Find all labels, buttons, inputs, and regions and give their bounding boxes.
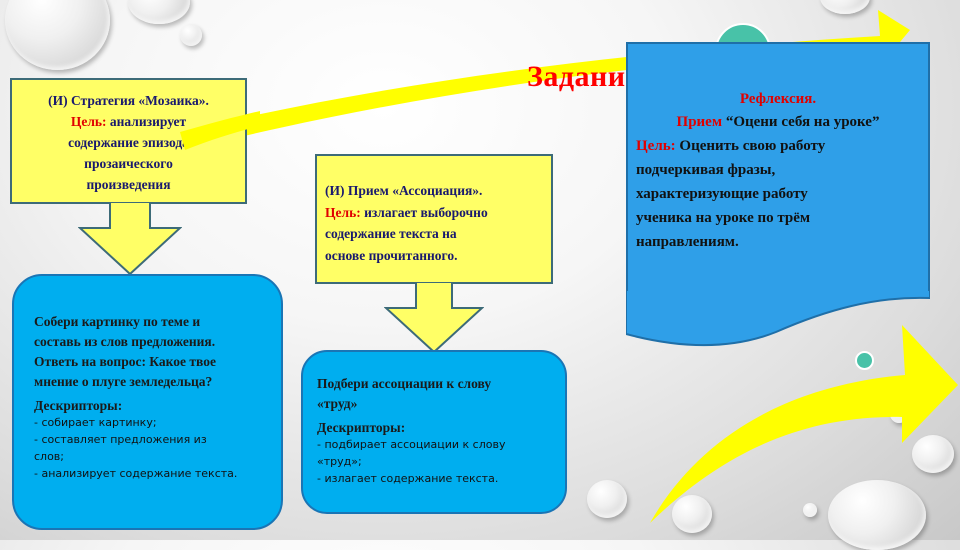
- goal-text: Оценить свою работу: [679, 138, 826, 154]
- goal-label: Цель:: [325, 204, 361, 220]
- task-line: Подбери ассоциации к слову: [317, 376, 492, 391]
- goal-label: Цель:: [636, 138, 676, 154]
- water-drop-decoration: [820, 0, 870, 14]
- goal-text: прозаического: [84, 156, 173, 171]
- strategy-association-box: (И) Прием «Ассоциация». Цель: излагает в…: [315, 154, 553, 284]
- water-drop-decoration: [803, 503, 817, 517]
- goal-text: содержание текста на: [325, 226, 457, 241]
- reflection-heading: Рефлексия.: [739, 91, 817, 107]
- top-curved-arrow-overlap: [180, 111, 260, 150]
- water-drop-decoration: [180, 24, 202, 46]
- descriptor-item: - анализирует содержание текста.: [34, 467, 238, 480]
- goal-text: содержание эпизода: [68, 135, 189, 150]
- task-line: составь из слов предложения.: [34, 334, 216, 349]
- teal-dot-decoration: [855, 351, 874, 370]
- strategy-heading: (И) Стратегия «Мозаика».: [48, 93, 209, 108]
- method-label: Прием: [676, 114, 723, 130]
- descriptor-item: - составляет предложения из: [34, 433, 207, 446]
- descriptor-item: - собирает картинку;: [34, 416, 157, 429]
- down-arrow: [384, 282, 484, 354]
- descriptor-item: «труд»;: [317, 455, 362, 468]
- bottom-curved-arrow: [650, 325, 958, 523]
- method-text: “Оцени себя на уроке”: [725, 114, 880, 130]
- task-line: мнение о плуге земледельца?: [34, 374, 213, 389]
- top-curved-arrow: [180, 10, 910, 150]
- water-drop-decoration: [587, 480, 627, 518]
- goal-text: анализирует: [109, 114, 187, 129]
- goal-text: основе прочитанного.: [325, 247, 458, 263]
- goal-text: подчеркивая фразы,: [636, 162, 776, 178]
- task-line: Ответь на вопрос: Какое твое: [34, 354, 216, 369]
- descriptor-item: - излагает содержание текста.: [317, 472, 499, 485]
- water-drop-decoration: [828, 480, 926, 550]
- water-drop-decoration: [672, 495, 712, 533]
- goal-text: произведения: [86, 177, 171, 192]
- task-box-association: Подбери ассоциации к слову «труд» Дескри…: [301, 350, 567, 514]
- descriptors-title: Дескрипторы:: [317, 420, 406, 435]
- task-box-mosaic: Собери картинку по теме и составь из сло…: [12, 274, 283, 530]
- down-arrow: [78, 202, 182, 276]
- water-drop-decoration: [912, 435, 954, 473]
- goal-text: ученика на уроке по трём: [636, 210, 811, 226]
- task-line: «труд»: [317, 396, 358, 411]
- slide-title: Задани: [527, 60, 626, 93]
- descriptor-item: - подбирает ассоциации к слову: [317, 438, 506, 451]
- goal-text: характеризующие работу: [636, 186, 808, 202]
- goal-label: Цель:: [70, 114, 107, 129]
- strategy-heading: (И) Прием «Ассоциация».: [325, 183, 483, 198]
- reflection-box: Рефлексия. Прием “Оцени себя на уроке” Ц…: [626, 42, 930, 292]
- descriptor-item: слов;: [34, 450, 64, 463]
- descriptors-title: Дескрипторы:: [34, 398, 123, 413]
- task-line: Собери картинку по теме и: [34, 314, 201, 329]
- goal-text: излагает выборочно: [364, 204, 488, 220]
- reflection-box-wave-bottom: [626, 290, 930, 347]
- goal-text: направлениям.: [636, 234, 739, 250]
